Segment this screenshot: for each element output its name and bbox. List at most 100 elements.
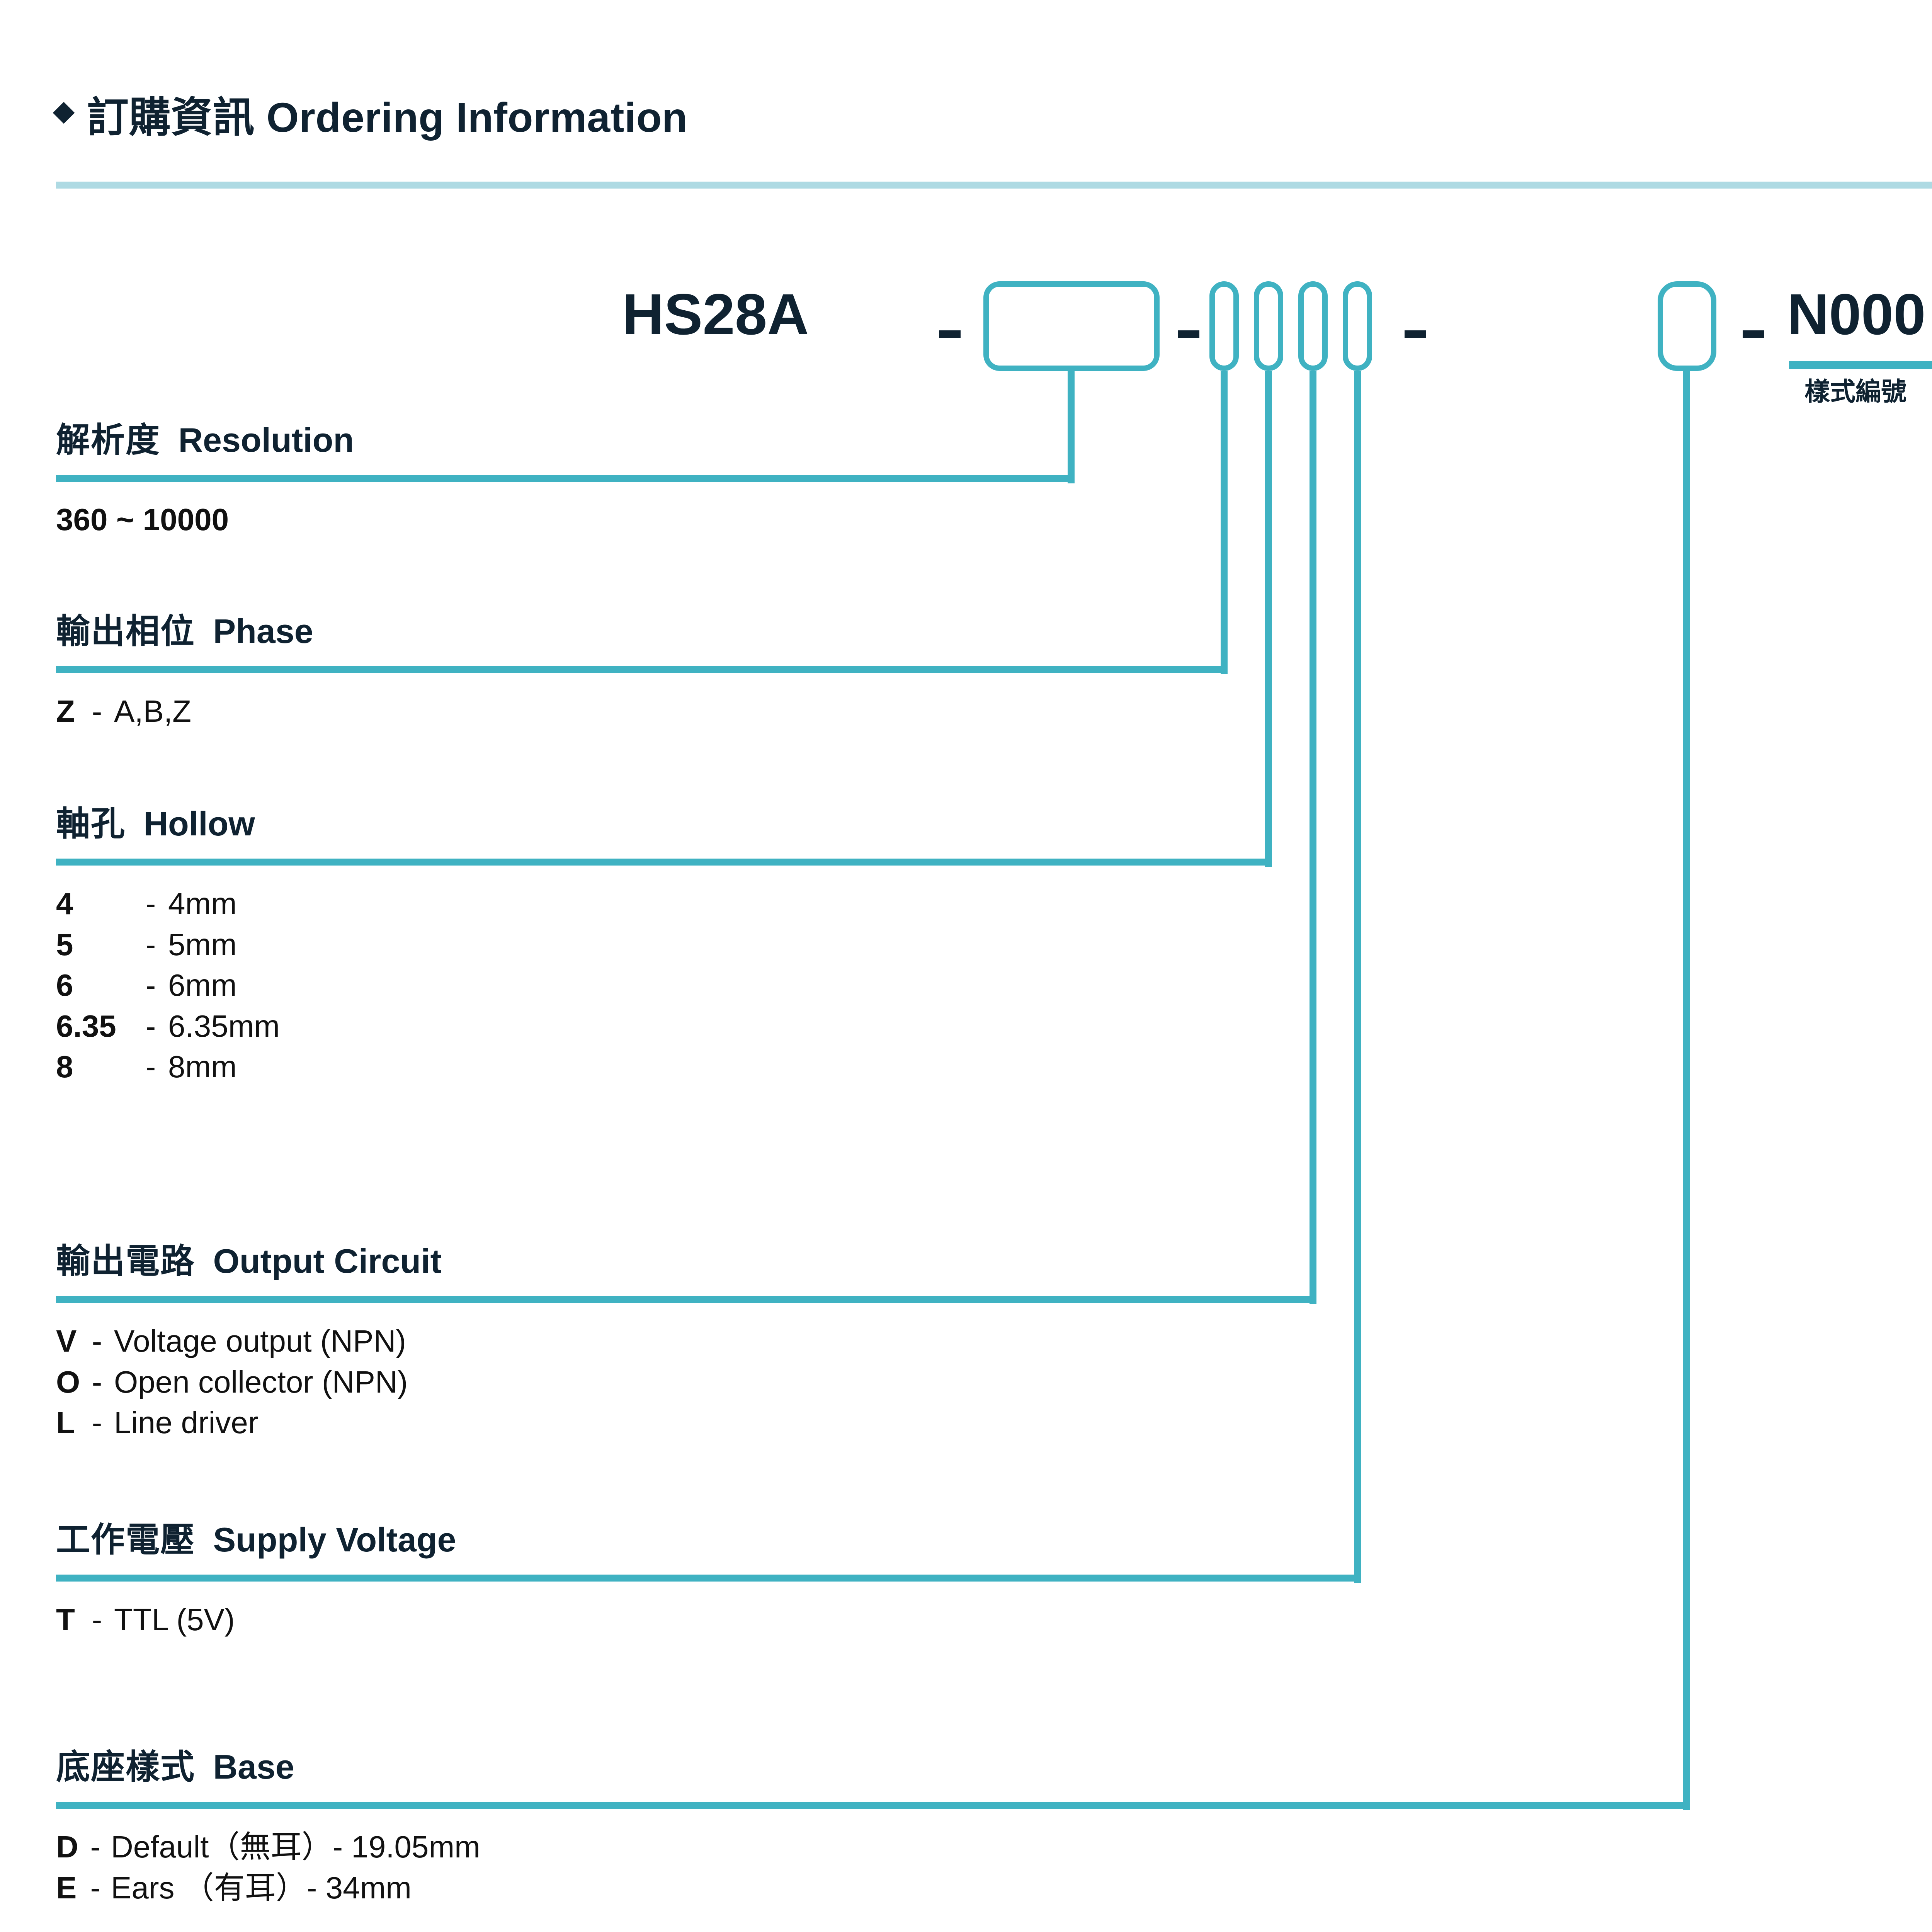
section-base-title: 底座樣式 Base (56, 1750, 1690, 1784)
option-row: L - Line driver (56, 1402, 1316, 1443)
section-supply-voltage-title: 工作電壓 Supply Voltage (56, 1523, 1361, 1557)
section-phase-title-cjk: 輸出相位 (56, 612, 196, 650)
option-code: T (56, 1602, 75, 1637)
option-row: 360 ~ 10000 (56, 500, 1075, 540)
output-circuit-box[interactable] (1298, 281, 1328, 371)
option-description: Voltage output (NPN) (114, 1324, 406, 1358)
phase-box[interactable] (1209, 281, 1239, 371)
option-code: O (56, 1364, 80, 1399)
option-separator: - (92, 1602, 102, 1637)
header-divider (56, 182, 1932, 189)
option-row: E - Ears （有耳）- 34mm (56, 1867, 1690, 1908)
section-supply-voltage-title-cjk: 工作電壓 (56, 1520, 196, 1559)
option-separator: - (145, 886, 156, 921)
option-row: O - Open collector (NPN) (56, 1362, 1316, 1403)
option-separator: - (92, 694, 102, 728)
option-description: TTL (5V) (114, 1602, 235, 1637)
option-description: 4mm (168, 886, 237, 921)
option-description: Ears （有耳）- 34mm (111, 1870, 412, 1905)
option-code: 8 (56, 1049, 73, 1084)
section-supply-voltage-options: T - TTL (5V) (56, 1599, 1361, 1640)
section-resolution-title: 解析度 Resolution (56, 423, 1075, 457)
section-phase-rule (56, 666, 1228, 673)
section-hollow-title-en: Hollow (143, 804, 255, 843)
option-description: 6.35mm (168, 1009, 280, 1043)
part-number-dash-3 (1405, 330, 1426, 338)
part-number-suffix-underline (1789, 361, 1932, 369)
option-separator: - (145, 1009, 156, 1043)
option-description: Line driver (114, 1405, 259, 1440)
section-hollow-rule (56, 859, 1272, 866)
part-number-row: HS28A N000 樣式編號 (0, 267, 1932, 404)
section-output-circuit-title-en: Output Circuit (213, 1242, 442, 1280)
option-code: 6.35 (56, 1009, 116, 1043)
option-code: 360 ~ 10000 (56, 502, 229, 537)
section-resolution-title-cjk: 解析度 (56, 421, 161, 459)
section-output-circuit-options: V - Voltage output (NPN) O - Open collec… (56, 1321, 1316, 1443)
option-row: 4 - 4mm (56, 883, 1272, 924)
supply-voltage-box[interactable] (1343, 281, 1372, 371)
section-base-rule (56, 1802, 1690, 1809)
option-separator: - (90, 1830, 101, 1864)
section-phase-title-en: Phase (213, 612, 313, 650)
option-description: 5mm (168, 927, 237, 962)
section-output-circuit-title: 輸出電路 Output Circuit (56, 1244, 1316, 1278)
section-output-circuit-title-cjk: 輸出電路 (56, 1242, 196, 1280)
option-row: 8 - 8mm (56, 1046, 1272, 1087)
section-output-circuit: 輸出電路 Output Circuit V - Voltage output (… (56, 1244, 1316, 1443)
option-description: 8mm (168, 1049, 237, 1084)
section-resolution-rule (56, 475, 1075, 482)
section-supply-voltage-title-en: Supply Voltage (213, 1520, 456, 1559)
option-row: D - Default（無耳）- 19.05mm (56, 1827, 1690, 1867)
section-phase: 輸出相位 Phase Z - A,B,Z (56, 614, 1228, 732)
resolution-box[interactable] (983, 281, 1160, 371)
base-box[interactable] (1658, 281, 1716, 371)
option-row: V - Voltage output (NPN) (56, 1321, 1316, 1362)
option-code: 4 (56, 886, 73, 921)
part-number-dash-4 (1743, 330, 1764, 338)
section-supply-voltage-rule (56, 1575, 1361, 1582)
diamond-bullet-icon (53, 102, 75, 124)
option-description: Default（無耳）- 19.05mm (111, 1830, 480, 1864)
part-number-prefix: HS28A (622, 282, 809, 347)
option-separator: - (145, 927, 156, 962)
section-base: 底座樣式 Base D - Default（無耳）- 19.05mm E - E… (56, 1750, 1690, 1908)
part-number-dash-1 (939, 330, 961, 338)
option-description: Open collector (NPN) (114, 1364, 408, 1399)
option-code: D (56, 1830, 78, 1864)
page-header: 訂購資訊 Ordering Information (53, 94, 1932, 185)
option-separator: - (92, 1324, 102, 1358)
option-description: 6mm (168, 968, 237, 1003)
section-resolution: 解析度 Resolution 360 ~ 10000 (56, 423, 1075, 540)
option-separator: - (92, 1405, 102, 1440)
section-output-circuit-rule (56, 1296, 1316, 1303)
page-title-text: 訂購資訊 Ordering Information (87, 94, 688, 141)
section-base-title-en: Base (213, 1748, 294, 1786)
option-separator: - (92, 1364, 102, 1399)
part-number-suffix-label: 樣式編號 (1804, 377, 1906, 406)
option-separator: - (145, 968, 156, 1003)
section-hollow-title: 軸孔 Hollow (56, 807, 1272, 841)
option-code: 5 (56, 927, 73, 962)
section-resolution-options: 360 ~ 10000 (56, 500, 1075, 540)
option-row: Z - A,B,Z (56, 691, 1228, 732)
option-code: Z (56, 694, 75, 728)
section-base-options: D - Default（無耳）- 19.05mm E - Ears （有耳）- … (56, 1827, 1690, 1908)
part-number-dash-2 (1178, 330, 1199, 338)
option-code: L (56, 1405, 75, 1440)
option-row: T - TTL (5V) (56, 1599, 1361, 1640)
section-phase-title: 輸出相位 Phase (56, 614, 1228, 648)
section-hollow-options: 4 - 4mm 5 - 5mm 6 - 6mm 6.35 - 6.35mm 8 (56, 883, 1272, 1087)
section-hollow: 軸孔 Hollow 4 - 4mm 5 - 5mm 6 - 6mm 6.35 - (56, 807, 1272, 1087)
section-base-title-cjk: 底座樣式 (56, 1748, 196, 1786)
option-code: V (56, 1324, 77, 1358)
hollow-box[interactable] (1254, 281, 1283, 371)
option-row: 5 - 5mm (56, 924, 1272, 965)
option-code: E (56, 1870, 77, 1905)
section-resolution-title-en: Resolution (178, 421, 354, 459)
section-hollow-title-cjk: 軸孔 (56, 804, 126, 843)
option-separator: - (90, 1870, 101, 1905)
option-separator: - (145, 1049, 156, 1084)
part-number-suffix: N000 (1787, 282, 1926, 347)
